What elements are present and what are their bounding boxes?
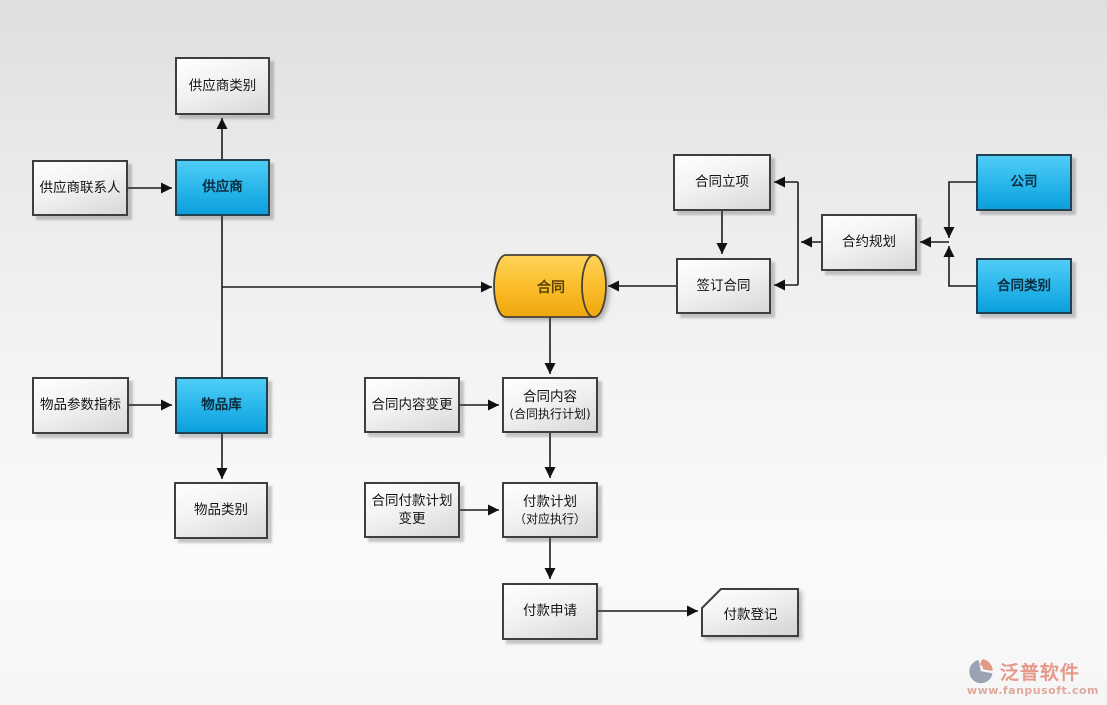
node-label: 供应商联系人 [39,179,121,196]
node-label: 物品参数指标 [40,397,121,414]
edge-company-to-planning [943,181,976,238]
node-label: 物品类别 [194,502,248,519]
node-contract-initiation: 合同立项 [673,154,771,211]
node-label: 公司 [1010,174,1038,191]
node-payment-register: 付款登记 [700,587,801,639]
node-contract-content: 合同内容 (合同执行计划) [502,377,598,433]
node-payment-request: 付款申请 [502,583,598,640]
node-supplier: 供应商 [175,159,270,216]
watermark-url: www.fanpusoft.com [966,684,1099,697]
cylinder-shape [493,254,607,318]
node-label: 合同立项 [695,174,749,191]
node-label: 付款申请 [523,603,577,620]
node-label: 合约规划 [842,234,896,251]
node-item-category: 物品类别 [174,482,268,539]
node-payment-plan-change: 合同付款计划 变更 [364,482,460,538]
node-supplier-category: 供应商类别 [175,57,270,115]
node-contract-datastore: 合同 [490,251,612,323]
node-label: 合同内容变更 [371,396,453,413]
node-sublabel: (合同执行计划) [509,407,591,422]
node-label: 合同内容 [523,388,577,405]
node-contract-category: 合同类别 [976,258,1072,314]
edge-contract-category-to-planning [943,246,976,287]
node-label: 供应商类别 [188,77,257,94]
node-sign-contract: 签订合同 [676,258,771,314]
node-label: 付款计划 [523,493,577,510]
node-sublabel: （对应执行） [513,512,586,527]
node-label: 付款登记 [723,607,778,623]
node-label: 合同类别 [997,277,1051,294]
watermark-brand: 泛普软件 [999,661,1080,684]
node-label: 合同付款计划 [371,492,453,509]
node-label: 签订合同 [696,277,751,294]
watermark: 泛普软件 www.fanpusoft.com [967,657,1099,697]
node-sublabel: 变更 [398,511,426,527]
node-label: 合同 [537,280,565,296]
card-shape [701,588,799,637]
node-contract-planning: 合约规划 [821,214,917,271]
node-contract-content-change: 合同内容变更 [364,377,460,433]
node-label: 供应商 [202,179,243,196]
node-item-params: 物品参数指标 [32,377,129,434]
node-label: 物品库 [201,397,242,414]
node-item-library: 物品库 [175,377,268,434]
node-company: 公司 [976,154,1072,211]
fanpu-logo-icon [969,659,993,684]
node-supplier-contact: 供应商联系人 [32,160,128,216]
node-payment-plan: 付款计划 （对应执行） [502,482,598,538]
